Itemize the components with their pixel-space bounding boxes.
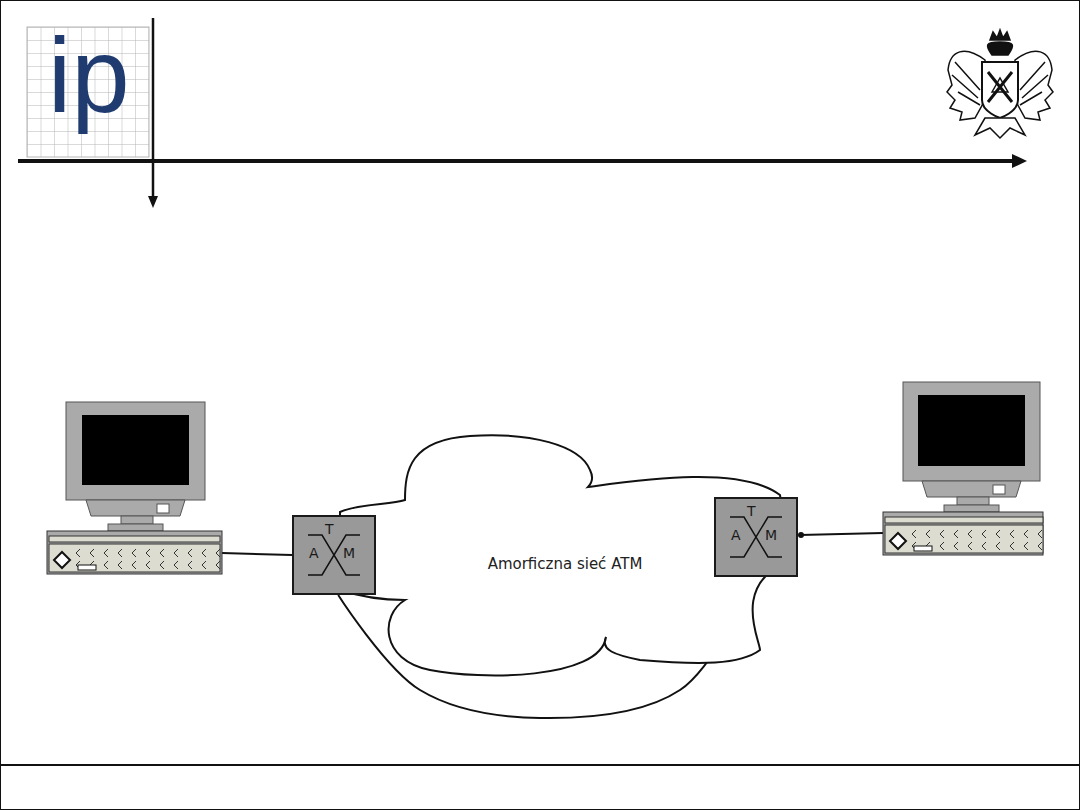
screen <box>918 395 1025 466</box>
monitor-button <box>157 504 169 513</box>
vertical-axis <box>152 18 155 198</box>
axis-arrow-head <box>1012 154 1027 168</box>
vent-chevron <box>104 561 108 569</box>
hammers <box>988 72 1012 102</box>
drive-slot <box>885 517 1043 523</box>
switch-letter: A <box>309 546 319 560</box>
vent-chevron <box>1024 542 1028 550</box>
footer-rule <box>0 764 1080 766</box>
shield <box>982 62 1018 118</box>
switch-letter: M <box>343 546 355 560</box>
eagle-tail <box>975 118 1025 138</box>
switch-symbol <box>294 517 374 593</box>
vent-chevron <box>968 530 972 538</box>
switch-symbol <box>716 499 796 575</box>
vent-chevron <box>982 542 986 550</box>
eagle-head <box>987 42 1012 55</box>
vent-chevron <box>104 549 108 557</box>
switch-cross <box>308 535 360 575</box>
monitor-foot <box>108 524 163 531</box>
computer-wire <box>800 533 883 535</box>
computer-case <box>883 512 1043 555</box>
vent-chevron <box>174 561 178 569</box>
atm-switch: TA M <box>714 497 798 577</box>
vent-chevron <box>160 549 164 557</box>
monitor <box>66 402 205 500</box>
atm-switch: TA M <box>292 515 376 595</box>
vent-chevron <box>174 549 178 557</box>
vent-chevron <box>202 549 206 557</box>
monitor-stand <box>121 516 153 524</box>
switch-letter: A <box>731 528 741 542</box>
vent-chevron <box>146 549 150 557</box>
switch-letter: M <box>765 528 777 542</box>
vent-chevron <box>996 530 1000 538</box>
monitor-foot <box>944 505 999 512</box>
cloud-label: Amorficzna sieć ATM <box>488 555 643 573</box>
shield-mark <box>992 78 1008 92</box>
vent-chevron <box>188 561 192 569</box>
vent-chevron <box>940 530 944 538</box>
vent-chevron <box>982 530 986 538</box>
vent-chevron <box>1010 530 1014 538</box>
vent-chevron <box>1038 542 1042 550</box>
front-panel <box>885 525 1043 553</box>
switch-letter: T <box>325 522 334 536</box>
vent-chevron <box>216 549 220 557</box>
vent-chevron <box>954 542 958 550</box>
vent-chevron <box>202 561 206 569</box>
vent-chevron <box>160 561 164 569</box>
vent-chevron <box>118 549 122 557</box>
vent-chevron <box>968 542 972 550</box>
vent-chevron <box>216 561 220 569</box>
vent-chevron <box>76 549 80 557</box>
logo-text: ip <box>48 23 130 128</box>
vent-chevron <box>940 542 944 550</box>
switch-letter: T <box>747 504 756 518</box>
switch-cross <box>730 517 782 557</box>
left-computer <box>47 402 222 574</box>
monitor-base <box>86 500 185 516</box>
vent-chevrons <box>912 530 1042 550</box>
vent-chevron <box>132 561 136 569</box>
monitor <box>903 382 1040 481</box>
monitor-button <box>993 485 1005 494</box>
front-panel <box>49 544 220 572</box>
vent-chevron <box>118 561 122 569</box>
screen <box>82 415 189 485</box>
wire-dot <box>798 532 804 538</box>
computer-wire <box>222 553 292 555</box>
left-wing <box>947 51 985 120</box>
vent-chevron <box>188 549 192 557</box>
vent-chevron <box>926 530 930 538</box>
header-axis <box>18 159 1016 163</box>
vent-chevrons <box>76 549 220 569</box>
crown <box>990 30 1010 40</box>
right-wing <box>1015 51 1053 120</box>
monitor-base <box>922 481 1021 497</box>
vent-chevron <box>90 549 94 557</box>
vent-chevron <box>912 530 916 538</box>
vent-chevron <box>954 530 958 538</box>
power-diamond <box>890 533 906 549</box>
computer-case <box>47 531 222 574</box>
vent-chevron <box>1038 530 1042 538</box>
led-slot <box>914 546 932 551</box>
vent-chevron <box>1010 542 1014 550</box>
led-slot <box>78 565 96 570</box>
vent-chevron <box>1024 530 1028 538</box>
eagle-crest <box>947 30 1053 138</box>
drive-slot <box>49 536 220 542</box>
axis-arrow-head <box>148 196 158 208</box>
vent-chevron <box>146 561 150 569</box>
vent-chevron <box>996 542 1000 550</box>
right-computer <box>883 382 1043 555</box>
power-diamond <box>54 552 70 568</box>
vent-chevron <box>132 549 136 557</box>
monitor-stand <box>957 497 989 505</box>
